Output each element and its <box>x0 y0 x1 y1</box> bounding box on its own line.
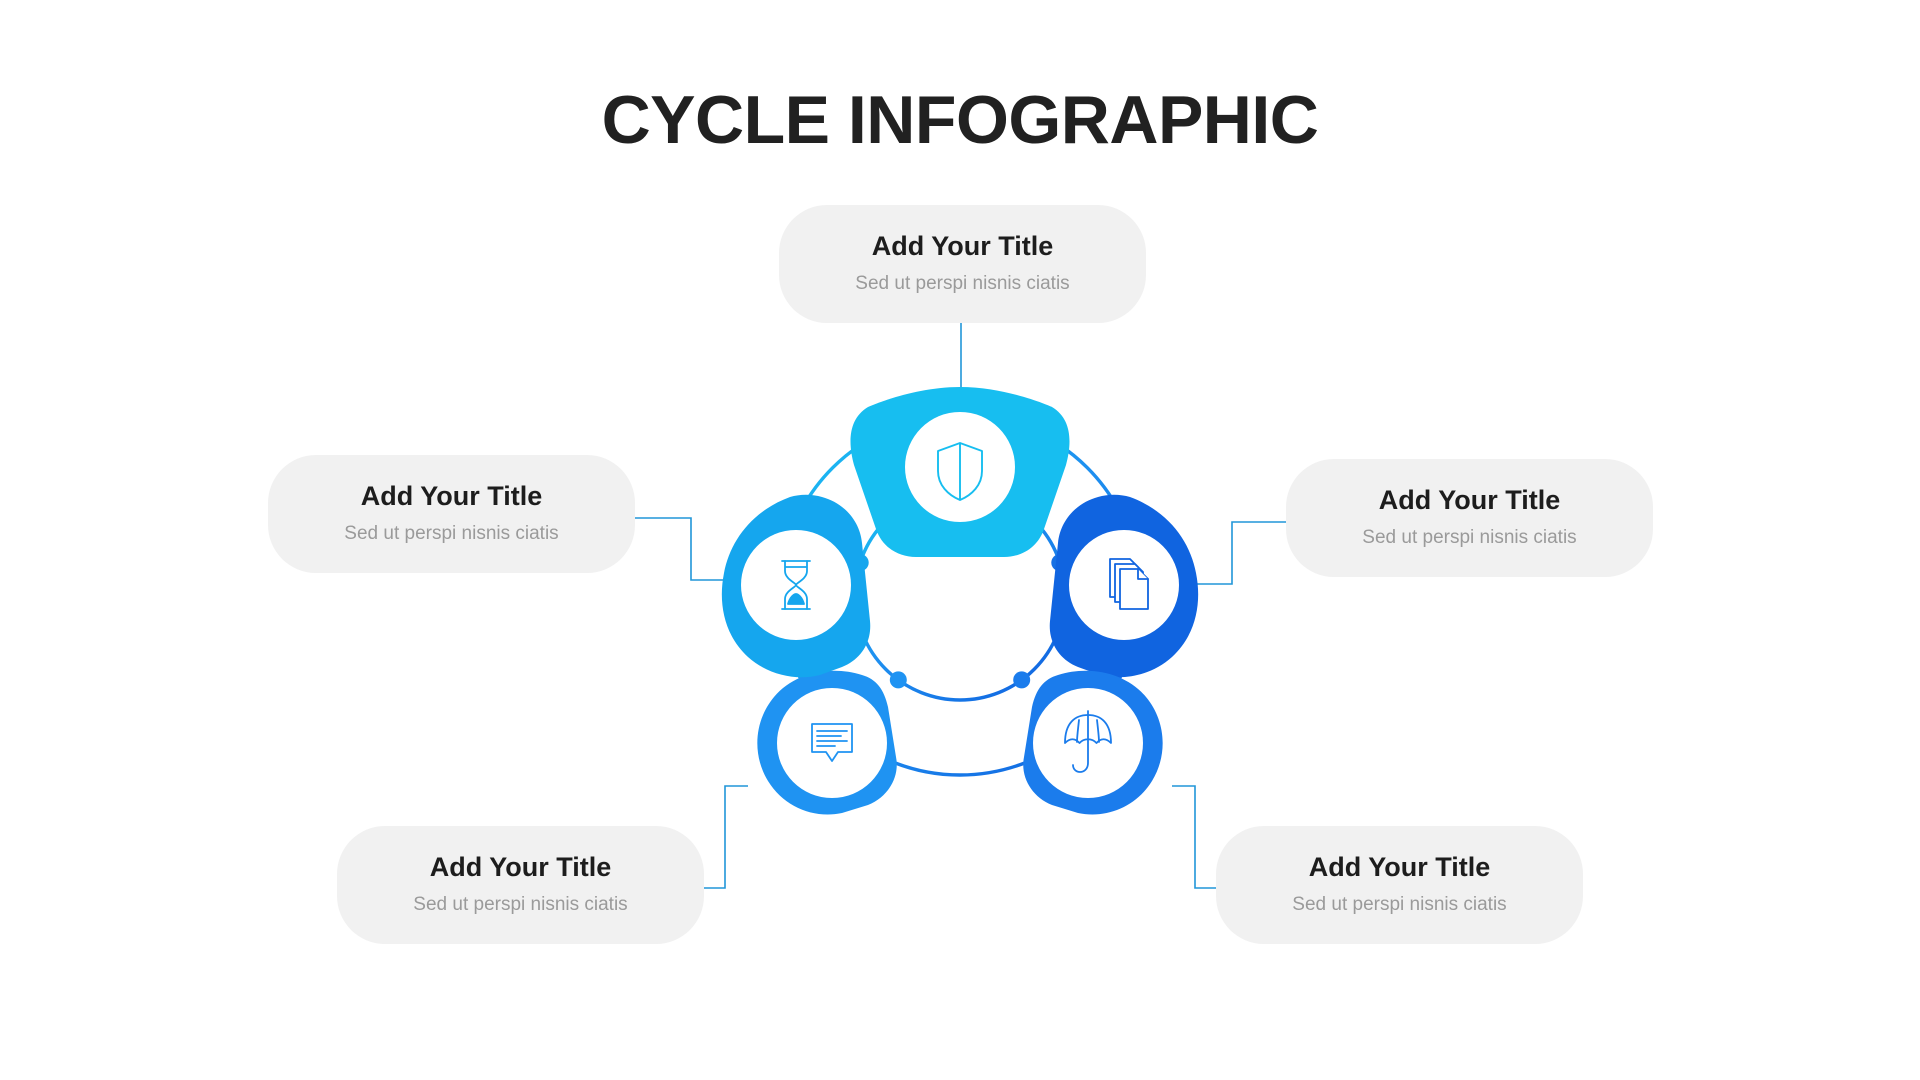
node-badge-bottom-right[interactable] <box>1023 670 1163 815</box>
step-card-title: Add Your Title <box>1308 852 1491 883</box>
step-card-title: Add Your Title <box>871 231 1054 262</box>
step-card-subtitle: Sed ut perspi nisnis ciatis <box>344 523 559 545</box>
step-card-bottom-right[interactable]: Add Your Title Sed ut perspi nisnis ciat… <box>1216 826 1583 944</box>
step-card-subtitle: Sed ut perspi nisnis ciatis <box>855 273 1070 295</box>
node-badge-top[interactable] <box>850 387 1070 557</box>
node-badge-right[interactable] <box>1049 494 1199 678</box>
documents-icon <box>1109 558 1149 610</box>
umbrella-icon <box>1064 710 1112 773</box>
step-card-left[interactable]: Add Your Title Sed ut perspi nisnis ciat… <box>268 455 635 573</box>
inner-node-dot-bottom-right <box>1013 671 1031 689</box>
step-card-subtitle: Sed ut perspi nisnis ciatis <box>1292 894 1507 916</box>
step-card-title: Add Your Title <box>1378 485 1561 516</box>
connector-right <box>1172 520 1290 586</box>
inner-node-dot-bottom-left <box>889 671 907 689</box>
step-card-title: Add Your Title <box>429 852 612 883</box>
page-title: CYCLE INFOGRAPHIC <box>601 82 1319 158</box>
step-card-title: Add Your Title <box>360 481 543 512</box>
hourglass-icon <box>781 560 811 610</box>
step-card-top[interactable]: Add Your Title Sed ut perspi nisnis ciat… <box>779 205 1146 323</box>
connector-bottom-left <box>702 785 748 890</box>
step-card-subtitle: Sed ut perspi nisnis ciatis <box>1362 527 1577 549</box>
cycle-diagram <box>660 345 1260 885</box>
node-badge-bottom-left[interactable] <box>757 670 897 815</box>
step-card-subtitle: Sed ut perspi nisnis ciatis <box>413 894 628 916</box>
connector-bottom-right <box>1172 785 1218 890</box>
chat-bubble-icon <box>811 723 853 762</box>
shield-icon <box>937 442 983 501</box>
node-badge-left[interactable] <box>721 494 871 678</box>
step-card-right[interactable]: Add Your Title Sed ut perspi nisnis ciat… <box>1286 459 1653 577</box>
connector-left <box>633 516 749 582</box>
connector-top <box>955 321 967 393</box>
step-card-bottom-left[interactable]: Add Your Title Sed ut perspi nisnis ciat… <box>337 826 704 944</box>
